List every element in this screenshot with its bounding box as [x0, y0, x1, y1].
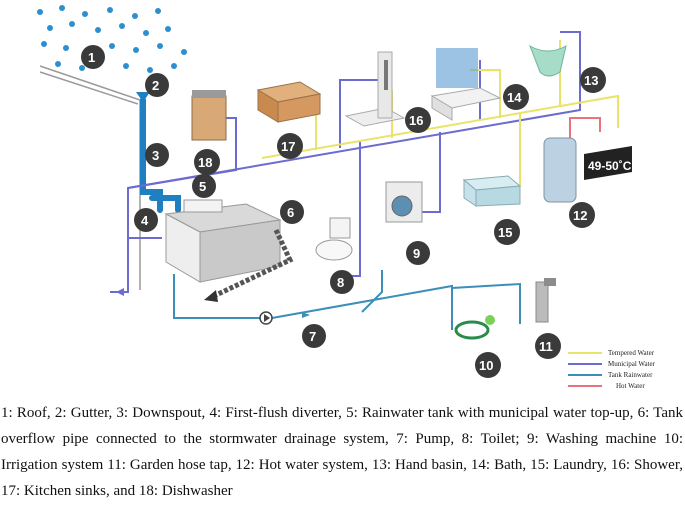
laundry-tub-icon: [462, 175, 522, 207]
hot-water-pipes: [569, 117, 601, 150]
hand-basin-icon: [529, 44, 567, 77]
svg-text:12: 12: [573, 208, 587, 223]
badge-12: 12: [569, 202, 595, 228]
svg-text:2: 2: [152, 78, 159, 93]
rainwater-tank: [164, 199, 282, 283]
downspout: [140, 97, 181, 213]
legend-tank: Tank Rainwater: [608, 371, 653, 379]
dishwasher-icon: [191, 90, 227, 141]
svg-text:9: 9: [413, 246, 420, 261]
svg-text:8: 8: [337, 275, 344, 290]
badge-2: 2: [145, 73, 169, 97]
svg-text:13: 13: [584, 73, 598, 88]
irrigation-icon: [454, 315, 495, 340]
rainwater-system-diagram: 49-50˚C 1 2 3 4 5 6 7 8 9 10 11 12 13 14…: [37, 5, 656, 390]
badge-10: 10: [475, 352, 501, 378]
svg-text:1: 1: [88, 50, 95, 65]
gutter-icon: [136, 92, 150, 102]
legend: Tempered Water Municipal Water Tank Rain…: [568, 349, 656, 390]
badge-3: 3: [145, 143, 169, 167]
badge-1: 1: [81, 45, 105, 69]
garden-tap-icon: [535, 278, 556, 323]
legend-hot: Hot Water: [616, 382, 645, 390]
svg-text:15: 15: [498, 225, 512, 240]
badge-9: 9: [406, 241, 430, 265]
svg-text:11: 11: [539, 339, 553, 354]
svg-text:16: 16: [409, 113, 423, 128]
kitchen-sink-icon: [256, 81, 322, 123]
temperature-label: 49-50˚C: [584, 146, 632, 180]
badge-14: 14: [503, 84, 529, 110]
svg-text:10: 10: [479, 358, 493, 373]
tank-rainwater-pipes: [173, 270, 521, 330]
rain-drops: [37, 5, 187, 73]
badge-17: 17: [277, 133, 303, 159]
svg-text:7: 7: [309, 329, 316, 344]
roof: [39, 65, 141, 290]
badge-6: 6: [280, 200, 304, 224]
svg-text:17: 17: [281, 139, 295, 154]
svg-text:5: 5: [199, 179, 206, 194]
svg-text:18: 18: [198, 155, 212, 170]
svg-text:4: 4: [141, 213, 149, 228]
toilet-icon: [315, 217, 353, 261]
badge-8: 8: [330, 270, 354, 294]
badge-13: 13: [580, 67, 606, 93]
overflow-pipe: [212, 228, 294, 299]
badge-7: 7: [302, 324, 326, 348]
washing-machine-icon: [385, 181, 423, 223]
badge-5: 5: [192, 174, 216, 198]
badge-18: 18: [194, 149, 220, 175]
svg-text:3: 3: [152, 148, 159, 163]
figure-caption: 1: Roof, 2: Gutter, 3: Downspout, 4: Fir…: [1, 405, 683, 499]
svg-text:49-50˚C: 49-50˚C: [588, 159, 632, 173]
hot-water-system-icon: [543, 137, 577, 203]
shower-icon: [344, 51, 406, 127]
legend-tempered: Tempered Water: [608, 349, 655, 357]
badge-15: 15: [494, 219, 520, 245]
bath-icon: [430, 48, 502, 121]
svg-text:14: 14: [507, 90, 522, 105]
badge-16: 16: [405, 107, 431, 133]
legend-municipal: Municipal Water: [608, 360, 656, 368]
badge-4: 4: [134, 208, 158, 232]
tempered-water-pipes: [261, 40, 619, 186]
badge-11: 11: [535, 333, 561, 359]
svg-text:6: 6: [287, 205, 294, 220]
